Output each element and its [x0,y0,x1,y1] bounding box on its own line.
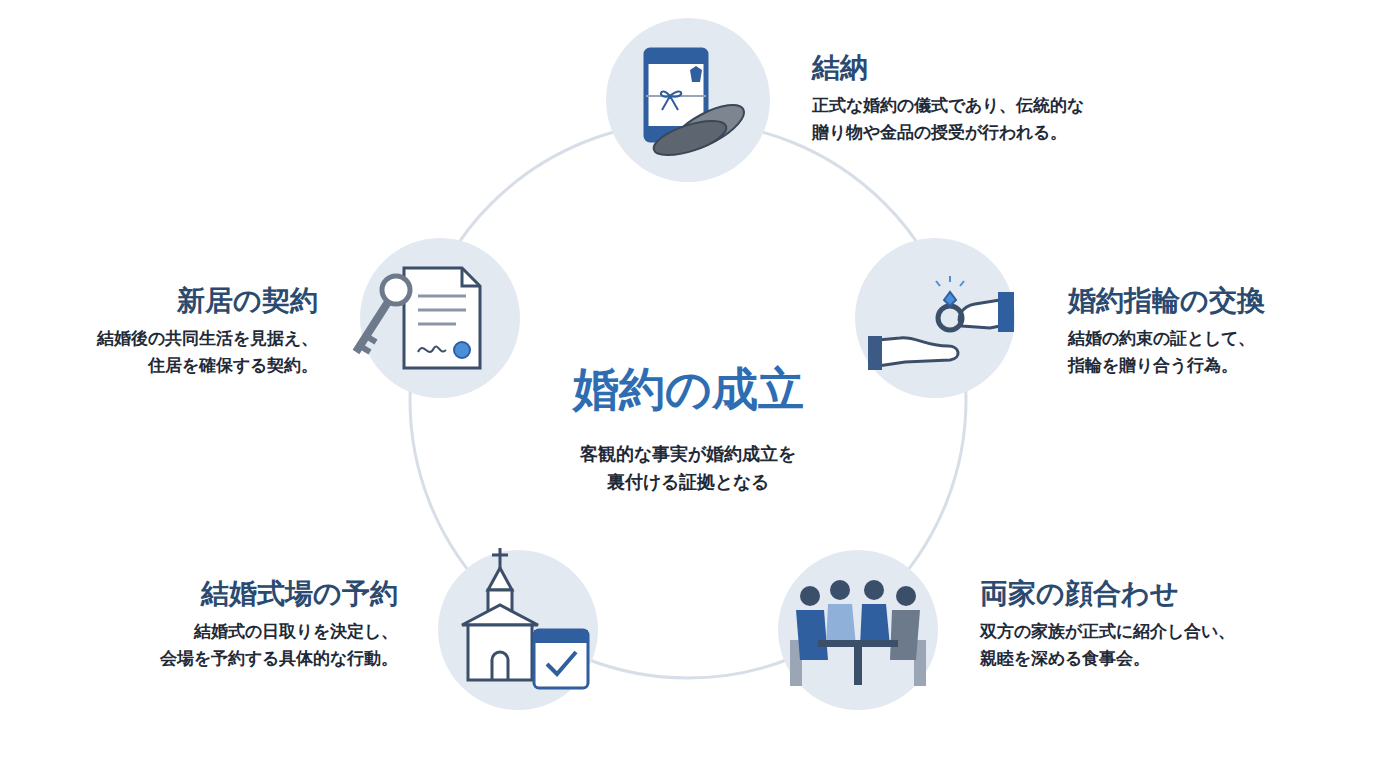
node-description: 正式な婚約の儀式であり、伝統的な 贈り物や金品の授受が行われる。 [812,92,1142,145]
icon-circle [855,238,1015,398]
icon-circle [360,238,520,398]
center-note: 客観的な事実が婚約成立を 裏付ける証拠となる [528,440,848,496]
circle-shape [855,238,1015,398]
circle-shape [360,238,520,398]
icon-circle-node: 結婚式場の予約結婚式の日取りを決定し、 会場を予約する具体的な行動。 [438,550,598,710]
node-heading: 結納 [812,50,1142,86]
text-block: 結婚式場の予約結婚式の日取りを決定し、 会場を予約する具体的な行動。 [98,576,398,671]
icon-circle-node: 新居の契約結婚後の共同生活を見据え、 住居を確保する契約。 [360,238,520,398]
node-heading: 両家の顔合わせ [980,576,1280,612]
icon-circle [606,18,770,182]
circle-shape [778,550,938,710]
icon-circle-node: 婚約指輪の交換結婚の約束の証として、 指輪を贈り合う行為。 [855,238,1015,398]
center-title: 婚約の成立 [488,362,888,417]
icon-circle-node: 両家の顔合わせ双方の家族が正式に紹介し合い、 親睦を深める食事会。 [778,550,938,710]
icon-circle [438,550,598,710]
node-heading: 婚約指輪の交換 [1068,283,1368,319]
node-description: 結婚後の共同生活を見据え、 住居を確保する契約。 [18,325,318,378]
text-block: 結納正式な婚約の儀式であり、伝統的な 贈り物や金品の授受が行われる。 [812,50,1142,145]
icon-circle-node: 結納正式な婚約の儀式であり、伝統的な 贈り物や金品の授受が行われる。 [606,18,770,182]
node-heading: 新居の契約 [18,283,318,319]
circle-shape [606,18,770,182]
text-block: 新居の契約結婚後の共同生活を見据え、 住居を確保する契約。 [18,283,318,378]
node-description: 結婚の約束の証として、 指輪を贈り合う行為。 [1068,325,1368,378]
node-description: 双方の家族が正式に紹介し合い、 親睦を深める食事会。 [980,618,1280,671]
circle-shape [438,550,598,710]
node-heading: 結婚式場の予約 [98,576,398,612]
text-block: 両家の顔合わせ双方の家族が正式に紹介し合い、 親睦を深める食事会。 [980,576,1280,671]
icon-circle [778,550,938,710]
text-block: 婚約指輪の交換結婚の約束の証として、 指輪を贈り合う行為。 [1068,283,1368,378]
node-description: 結婚式の日取りを決定し、 会場を予約する具体的な行動。 [98,618,398,671]
